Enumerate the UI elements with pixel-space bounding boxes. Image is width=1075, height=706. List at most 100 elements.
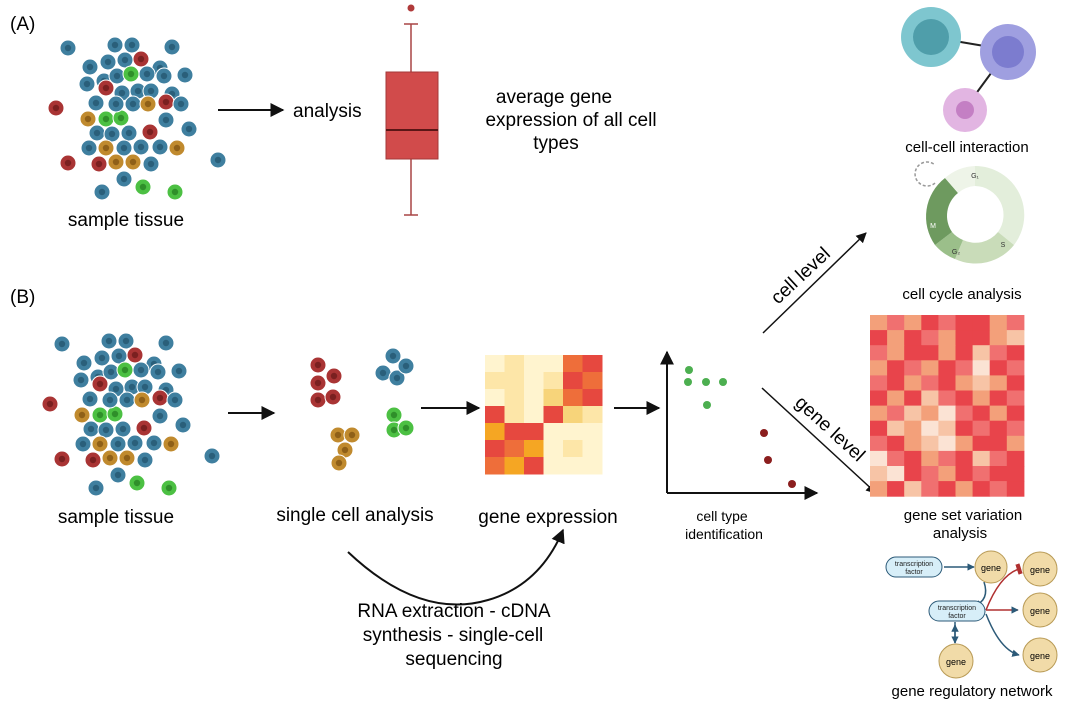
cell-nucleus bbox=[127, 70, 135, 78]
gene-expression-heatmap bbox=[485, 355, 603, 475]
gsva-cell bbox=[1006, 390, 1025, 407]
cell-nucleus bbox=[96, 440, 104, 448]
gsva-cell bbox=[938, 345, 956, 361]
cell-nucleus bbox=[329, 393, 337, 401]
rna-line1: RNA extraction - cDNA bbox=[357, 601, 551, 622]
heatmap-cell bbox=[543, 355, 564, 373]
cell-nucleus bbox=[128, 383, 136, 391]
heatmap-cell bbox=[485, 355, 505, 373]
gsva-cell bbox=[955, 375, 974, 391]
panel-a-sample-label: sample tissue bbox=[68, 210, 184, 231]
heatmap-cell bbox=[504, 406, 525, 424]
gsva-cell bbox=[955, 450, 974, 467]
gsva-cell bbox=[887, 435, 905, 452]
heatmap-cell bbox=[563, 372, 583, 390]
cell-nucleus bbox=[58, 340, 66, 348]
heatmap-cell bbox=[524, 457, 544, 475]
cell-nucleus bbox=[314, 396, 322, 404]
cycle-phase-m bbox=[926, 178, 958, 245]
gsva-cell bbox=[870, 405, 888, 422]
gsva-cell bbox=[921, 375, 939, 391]
heatmap-cell bbox=[504, 440, 525, 458]
cell-nucleus bbox=[52, 104, 60, 112]
gsva-cell bbox=[972, 375, 991, 391]
gsva-cell bbox=[870, 315, 888, 331]
grn-tf-line2: factor bbox=[948, 613, 966, 620]
cell-nucleus bbox=[102, 84, 110, 92]
heatmap-cell bbox=[524, 389, 544, 407]
cell-nucleus bbox=[171, 188, 179, 196]
gsva-cell bbox=[989, 375, 1008, 391]
gsva-cell bbox=[887, 330, 905, 346]
heatmap-cell bbox=[504, 457, 525, 475]
panel-b-label: (B) bbox=[10, 287, 35, 308]
heatmap-cell bbox=[485, 389, 505, 407]
cell-nucleus bbox=[92, 484, 100, 492]
gsva-cell bbox=[870, 390, 888, 407]
grn-gene-node bbox=[974, 550, 1008, 584]
cell-nucleus bbox=[89, 456, 97, 464]
heatmap-cell bbox=[485, 372, 505, 390]
cell-nucleus bbox=[141, 456, 149, 464]
scatter-point bbox=[788, 480, 796, 488]
gsva-cell bbox=[921, 420, 939, 437]
cell-nucleus bbox=[95, 160, 103, 168]
gsva-cell bbox=[938, 375, 956, 391]
gsva-cell bbox=[972, 420, 991, 437]
cell-nucleus bbox=[154, 368, 162, 376]
gsva-cell bbox=[989, 360, 1008, 376]
cell-cycle-label: cell cycle analysis bbox=[902, 286, 1021, 303]
gsva-cell bbox=[938, 390, 956, 407]
gene-level-label: gene level bbox=[791, 392, 869, 466]
interaction-nucleus bbox=[992, 36, 1024, 68]
grn-gene-label: gene bbox=[981, 563, 1001, 573]
cell-nucleus bbox=[58, 455, 66, 463]
scatter-point bbox=[702, 378, 710, 386]
cell-nucleus bbox=[92, 99, 100, 107]
gsva-cell bbox=[887, 345, 905, 361]
gsva-cell bbox=[921, 405, 939, 422]
gsva-cell bbox=[955, 466, 974, 482]
gsva-cell bbox=[870, 481, 888, 497]
heatmap-cell bbox=[563, 355, 583, 373]
grn-gene-label: gene bbox=[946, 657, 966, 667]
scatter-point bbox=[684, 378, 692, 386]
gsva-cell bbox=[989, 315, 1008, 331]
heatmap-cell bbox=[504, 355, 525, 373]
cell-nucleus bbox=[140, 424, 148, 432]
cell-nucleus bbox=[102, 115, 110, 123]
cell-nucleus bbox=[111, 410, 119, 418]
gsva-cell bbox=[989, 435, 1008, 452]
cell-nucleus bbox=[335, 459, 343, 467]
gsva-cell bbox=[1006, 360, 1025, 376]
avg-expression-line2: expression of all cell bbox=[485, 110, 656, 131]
cell-nucleus bbox=[131, 439, 139, 447]
cell-nucleus bbox=[87, 425, 95, 433]
heatmap-cell bbox=[582, 355, 603, 373]
analysis-label: analysis bbox=[293, 101, 362, 122]
gsva-cell bbox=[972, 405, 991, 422]
avg-expression-line3: types bbox=[533, 133, 578, 154]
gsva-cell bbox=[1006, 330, 1025, 346]
heatmap-cell bbox=[543, 423, 564, 441]
gsva-cell bbox=[972, 450, 991, 467]
heatmap-cell bbox=[563, 440, 583, 458]
gsva-cell bbox=[870, 435, 888, 452]
gsva-line2: analysis bbox=[933, 525, 987, 542]
cell-nucleus bbox=[173, 144, 181, 152]
cell-nucleus bbox=[129, 158, 137, 166]
cycle-g0-loop bbox=[914, 161, 936, 187]
cell-nucleus bbox=[334, 431, 342, 439]
heatmap-cell bbox=[524, 440, 544, 458]
gsva-cell bbox=[955, 481, 974, 497]
heatmap-cell bbox=[563, 406, 583, 424]
gsva-cell bbox=[938, 420, 956, 437]
gsva-cell bbox=[887, 420, 905, 437]
gsva-line1: gene set variation bbox=[904, 507, 1022, 524]
cell-nucleus bbox=[389, 352, 397, 360]
rna-line2: synthesis - single-cell bbox=[363, 625, 544, 646]
cell-nucleus bbox=[330, 372, 338, 380]
cell-nucleus bbox=[108, 130, 116, 138]
heatmap-cell bbox=[582, 423, 603, 441]
single-cell-label: single cell analysis bbox=[276, 505, 433, 526]
